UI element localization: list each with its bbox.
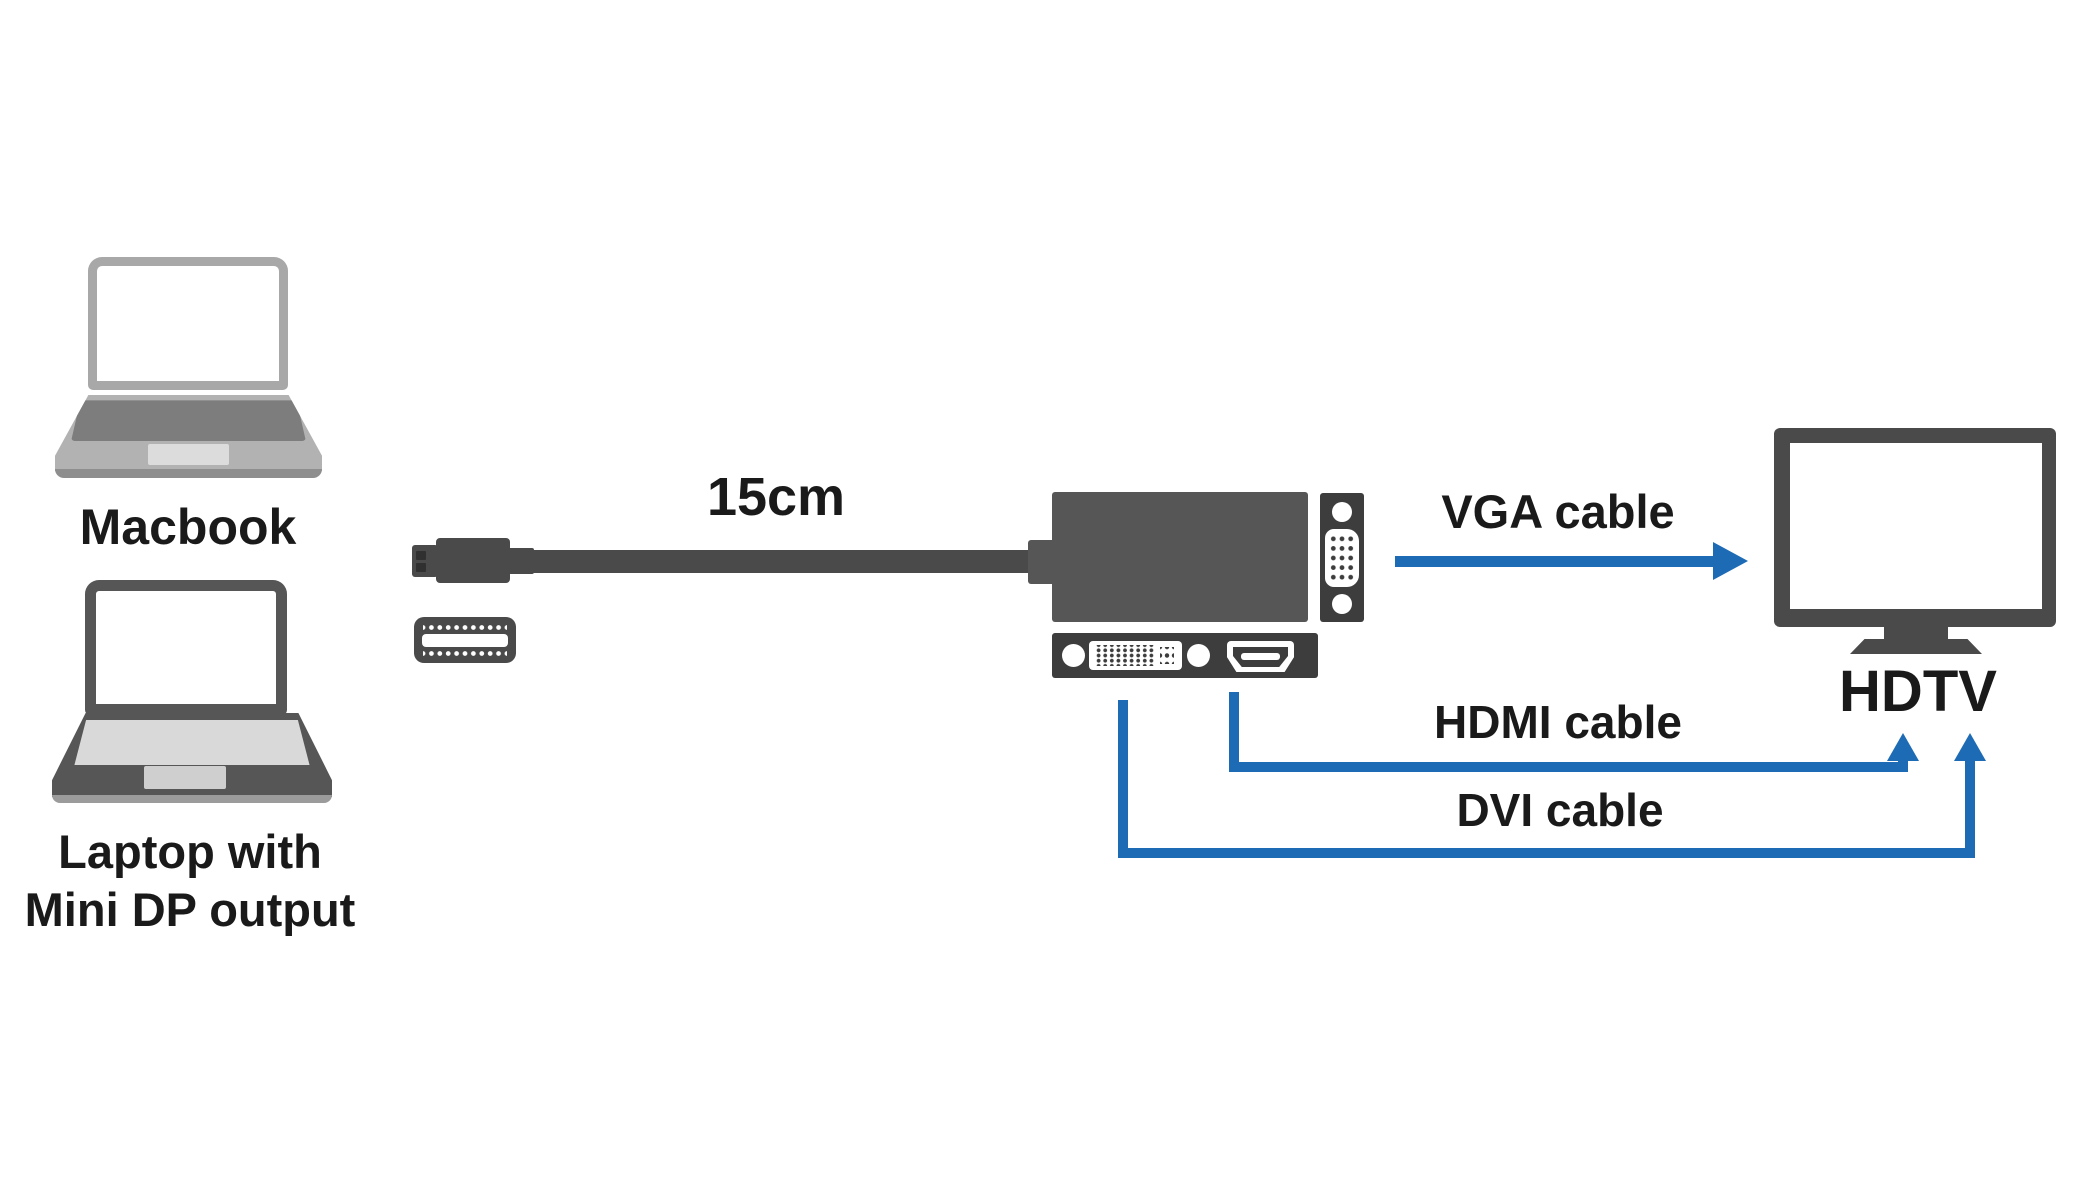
mini-dp-slot [422, 634, 508, 647]
laptop-base-shadow [52, 795, 332, 803]
arrow-up-icon [1887, 733, 1919, 761]
dvi-cable-line [1118, 700, 1128, 858]
laptop-screen [85, 580, 287, 715]
hdmi-cable-line [1229, 762, 1908, 772]
laptop-keyboard [74, 719, 310, 766]
adapter-cable [530, 550, 1042, 573]
dvi-cable-line [1118, 848, 1975, 858]
dvi-pin-grid [1095, 645, 1155, 666]
vga-port-panel [1320, 493, 1364, 622]
plug-tip [412, 545, 438, 577]
adapter-cable-tab [1028, 540, 1056, 584]
vga-cable-label: VGA cable [1441, 485, 1675, 538]
laptop-deck [52, 713, 332, 797]
hdmi-cable-line [1229, 692, 1239, 772]
hdmi-connector-icon [1227, 641, 1294, 672]
screw-hole-icon [1062, 644, 1085, 667]
tv-screen [1790, 443, 2042, 609]
arrow-right-icon [1713, 542, 1748, 580]
screw-hole-icon [1332, 594, 1352, 614]
macbook-trackpad [148, 443, 229, 465]
adapter-body [1052, 492, 1308, 622]
mini-dp-connector-icon [414, 617, 516, 663]
tv-frame [1774, 428, 2056, 627]
vga-cable-line [1395, 556, 1717, 567]
hdmi-cable-label: HDMI cable [1434, 696, 1682, 748]
macbook-screen [88, 257, 288, 390]
hdtv-label: HDTV [1839, 659, 1997, 724]
macbook-keyboard [71, 400, 306, 442]
vga-connector-icon [1325, 529, 1359, 587]
screw-hole-icon [1332, 502, 1352, 522]
dvi-hdmi-port-panel [1052, 633, 1318, 678]
mini-dp-pin-row [423, 650, 507, 657]
laptop-trackpad [144, 765, 226, 789]
macbook-label: Macbook [79, 499, 297, 555]
hdmi-cable-line [1898, 752, 1908, 772]
hdmi-connector-inner [1233, 647, 1288, 667]
plug-pin [416, 563, 426, 572]
plug-body [436, 538, 510, 583]
arrow-up-icon [1954, 733, 1986, 761]
dvi-cable-line [1965, 752, 1975, 858]
vga-pin-grid [1329, 534, 1355, 582]
hdmi-slot [1241, 653, 1280, 660]
plug-pin [416, 551, 426, 560]
dvi-analog-pins [1160, 647, 1174, 664]
plug-strain-relief [508, 548, 534, 574]
dvi-cable-label: DVI cable [1456, 784, 1664, 836]
dvi-connector-icon [1089, 641, 1182, 670]
laptop-label-line1: Laptop with [58, 825, 322, 878]
mini-dp-pin-row [423, 624, 507, 631]
screw-hole-icon [1187, 644, 1210, 667]
macbook-base-shadow [55, 469, 322, 478]
macbook-deck [55, 395, 322, 471]
tv-stand-neck [1884, 627, 1948, 640]
cable-length-label: 15cm [706, 467, 846, 527]
laptop-label-line2: Mini DP output [24, 883, 356, 936]
tv-stand-base [1850, 639, 1982, 654]
